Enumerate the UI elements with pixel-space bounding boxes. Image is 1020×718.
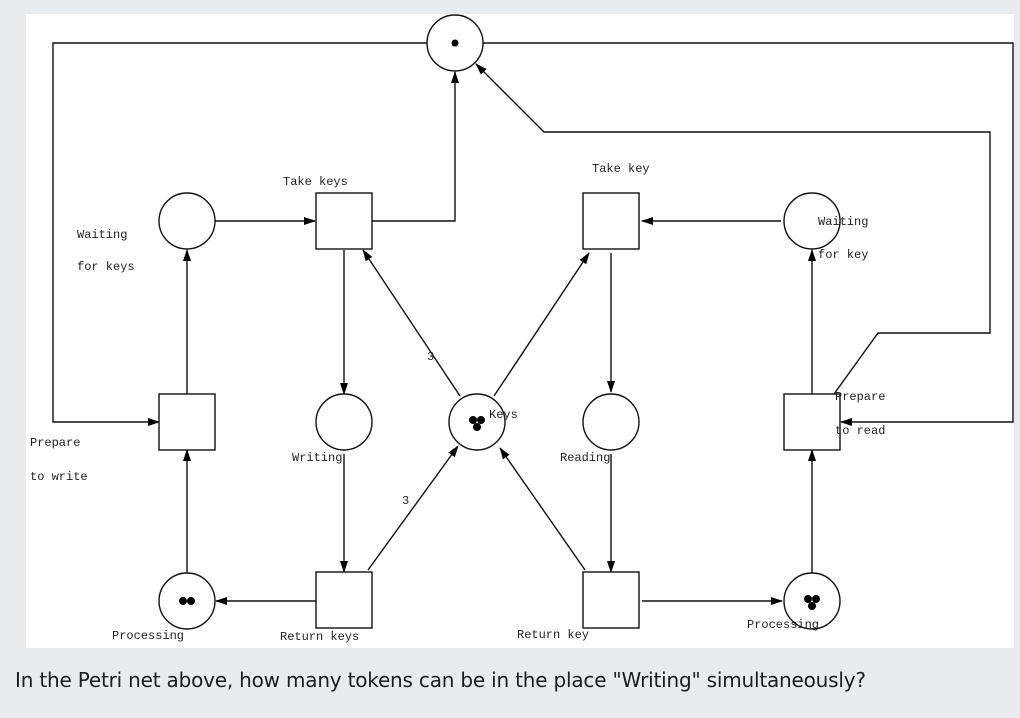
label-prepare-to-write-2: to write — [30, 470, 88, 484]
label-prepare-to-read-1: Prepare — [835, 390, 885, 404]
token-mutex-1 — [451, 39, 459, 47]
arc-keys-to-take-keys — [362, 249, 461, 397]
token-keys-2 — [477, 416, 485, 424]
label-writing: Writing — [292, 451, 342, 465]
question-text: In the Petri net above, how many tokens … — [15, 668, 866, 692]
token-processing-writers-1 — [179, 597, 187, 605]
label-waiting-for-keys-2: for keys — [77, 260, 135, 274]
arc-mutex-to-prepare-to-write — [52, 42, 428, 426]
label-prepare-to-write-1: Prepare — [30, 436, 80, 450]
label-return-keys: Return keys — [280, 630, 359, 644]
transition-return-key — [582, 571, 640, 629]
label-return-key: Return key — [517, 628, 589, 642]
place-waiting-for-key — [783, 192, 841, 250]
label-reading: Reading — [560, 451, 610, 465]
petri-net-figure: Take keys Take key Waiting for keys Wait… — [26, 14, 1014, 648]
transition-prepare-to-read — [783, 393, 841, 451]
petri-net-diagram: Take keys Take key Waiting for keys Wait… — [30, 14, 1014, 644]
label-processing-writers: Processing — [112, 629, 184, 643]
transition-prepare-to-write — [158, 393, 216, 451]
arc-return-keys-to-keys — [367, 445, 459, 571]
place-processing-readers — [783, 572, 841, 630]
arc-return-key-to-keys — [499, 447, 586, 571]
label-waiting-for-key-2: for key — [818, 248, 868, 262]
label-processing-readers: Processing — [747, 618, 819, 632]
label-prepare-to-read-2: to read — [835, 424, 885, 438]
place-waiting-for-keys — [158, 192, 216, 250]
arc-mutex-to-prepare-to-read — [483, 42, 1014, 426]
weight-return-keys-to-keys: 3 — [402, 494, 409, 508]
arc-take-keys-to-mutex — [372, 71, 459, 222]
token-keys-3 — [473, 423, 481, 431]
token-processing-writers-2 — [187, 597, 195, 605]
label-take-key: Take key — [592, 162, 650, 176]
arc-keys-to-take-key — [493, 252, 590, 397]
token-keys-1 — [469, 416, 477, 424]
token-processing-readers-2 — [812, 595, 820, 603]
transition-take-key — [582, 192, 640, 250]
token-processing-readers-1 — [804, 595, 812, 603]
transition-return-keys — [315, 571, 373, 629]
token-processing-readers-3 — [808, 602, 816, 610]
transition-take-keys — [315, 192, 373, 250]
place-writing — [315, 393, 373, 451]
arc-prepare-to-read-to-mutex — [475, 63, 991, 395]
label-take-keys: Take keys — [283, 175, 348, 189]
label-waiting-for-key-1: Waiting — [818, 215, 868, 229]
place-reading — [582, 393, 640, 451]
label-waiting-for-keys-1: Waiting — [77, 228, 127, 242]
label-keys: Keys — [489, 408, 518, 422]
weight-keys-to-take-keys: 3 — [427, 350, 434, 364]
place-keys — [448, 393, 506, 451]
